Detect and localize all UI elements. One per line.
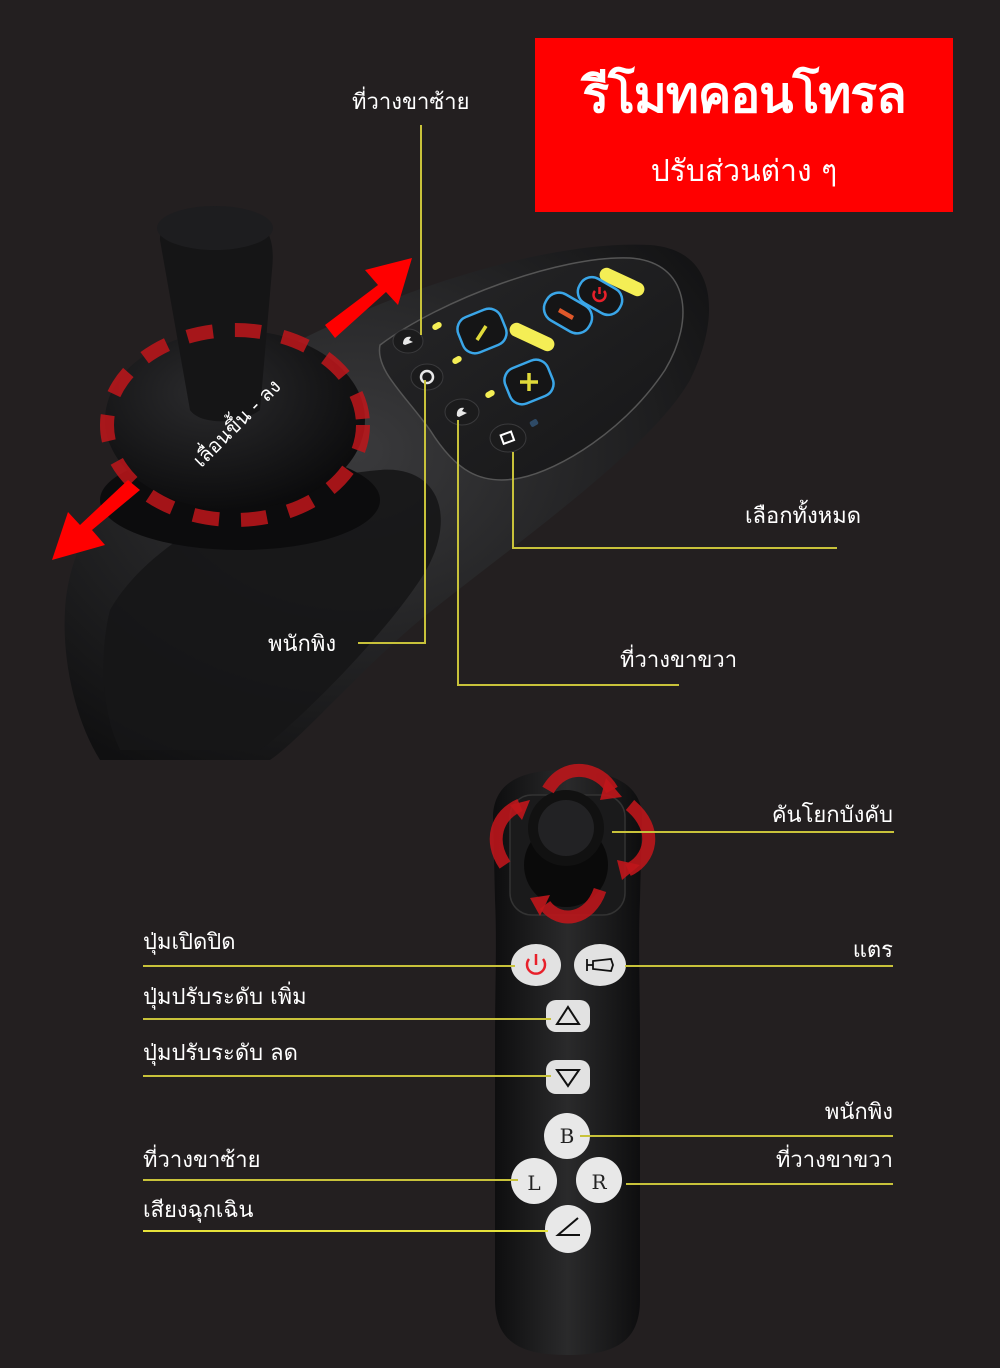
horn-icon bbox=[586, 958, 614, 972]
angle-icon bbox=[555, 1217, 580, 1236]
top-button-plus[interactable] bbox=[502, 358, 558, 408]
top-button-right-leg-rest[interactable] bbox=[444, 398, 480, 426]
title-banner: รีโมทคอนโทรล ปรับส่วนต่าง ๆ bbox=[535, 38, 953, 212]
label-level-up: ปุ่มปรับระดับ เพิ่ม bbox=[143, 985, 307, 1010]
label-right-leg-rest: ที่วางขาขวา bbox=[775, 1148, 893, 1173]
minus-icon bbox=[475, 325, 488, 341]
top-button-power[interactable] bbox=[572, 274, 628, 320]
callout-line-backrest bbox=[580, 1135, 893, 1137]
callout-line-emergency bbox=[143, 1230, 548, 1232]
bottom-emergency-sound-button[interactable] bbox=[544, 1204, 592, 1254]
callout-line-power bbox=[143, 965, 515, 967]
triangle-up-icon bbox=[555, 1005, 581, 1025]
callout-line-top-backrest-v bbox=[424, 380, 426, 642]
label-level-down: ปุ่มปรับระดับ ลด bbox=[143, 1041, 298, 1066]
top-label-select-all: เลือกทั้งหมด bbox=[745, 504, 862, 529]
top-button-backrest[interactable] bbox=[410, 363, 444, 391]
label-horn: แตร bbox=[852, 938, 893, 963]
bottom-right-leg-rest-button[interactable]: R bbox=[576, 1157, 622, 1203]
top-label-right-leg-rest: ที่วางขาขวา bbox=[620, 648, 738, 673]
label-emergency-sound: เสียงฉุกเฉิน bbox=[143, 1198, 254, 1223]
label-power: ปุ่มเปิดปิด bbox=[143, 930, 236, 955]
bottom-backrest-button[interactable]: B bbox=[544, 1113, 590, 1159]
bottom-level-up-button[interactable] bbox=[545, 999, 591, 1033]
bottom-left-leg-rest-button[interactable]: L bbox=[511, 1158, 557, 1204]
callout-line-left-leg-rest bbox=[143, 1179, 518, 1181]
button-r-label: R bbox=[591, 1170, 607, 1194]
bottom-level-down-button[interactable] bbox=[545, 1059, 591, 1095]
callout-line-right-leg-rest bbox=[626, 1183, 893, 1185]
button-b-label: B bbox=[559, 1124, 575, 1148]
callout-line-top-right-leg-v bbox=[457, 420, 459, 686]
seat-recline-icon bbox=[419, 369, 435, 385]
callout-line-top-backrest-h bbox=[358, 642, 426, 644]
leg-rest-left-icon bbox=[403, 336, 413, 345]
callout-line-top-right-leg-h bbox=[457, 684, 679, 686]
triangle-down-icon bbox=[555, 1069, 581, 1088]
power-icon bbox=[525, 954, 547, 975]
bottom-horn-button[interactable] bbox=[573, 943, 627, 987]
leg-rest-right-icon bbox=[456, 407, 467, 417]
label-backrest: พนักพิง bbox=[824, 1100, 893, 1125]
top-label-backrest: พนักพิง bbox=[268, 632, 337, 657]
top-button-minus[interactable] bbox=[455, 307, 511, 356]
plus-icon bbox=[520, 373, 538, 391]
horn-icon bbox=[558, 308, 574, 320]
callout-line-top-left-leg bbox=[420, 125, 422, 335]
label-joystick: คันโยกบังคับ bbox=[771, 803, 893, 828]
callout-line-top-select-all-h bbox=[512, 547, 837, 549]
square-icon bbox=[499, 430, 516, 446]
callout-line-level-up bbox=[143, 1018, 551, 1020]
callout-line-level-down bbox=[143, 1075, 551, 1077]
page-subtitle: ปรับส่วนต่าง ๆ bbox=[650, 154, 838, 189]
button-l-label: L bbox=[527, 1171, 541, 1195]
top-button-left-leg-rest[interactable] bbox=[392, 328, 424, 354]
top-label-left-leg-rest: ที่วางขาซ้าย bbox=[352, 90, 470, 115]
top-button-select-all[interactable] bbox=[489, 423, 527, 453]
callout-line-top-select-all-v bbox=[512, 452, 514, 548]
power-icon bbox=[592, 287, 607, 303]
callout-line-joystick bbox=[612, 831, 894, 833]
page-title: รีโมทคอนโทรล bbox=[582, 66, 907, 124]
bottom-power-button[interactable] bbox=[510, 943, 562, 987]
top-button-horn[interactable] bbox=[538, 290, 598, 340]
label-left-leg-rest: ที่วางขาซ้าย bbox=[143, 1148, 261, 1173]
callout-line-horn bbox=[625, 965, 893, 967]
